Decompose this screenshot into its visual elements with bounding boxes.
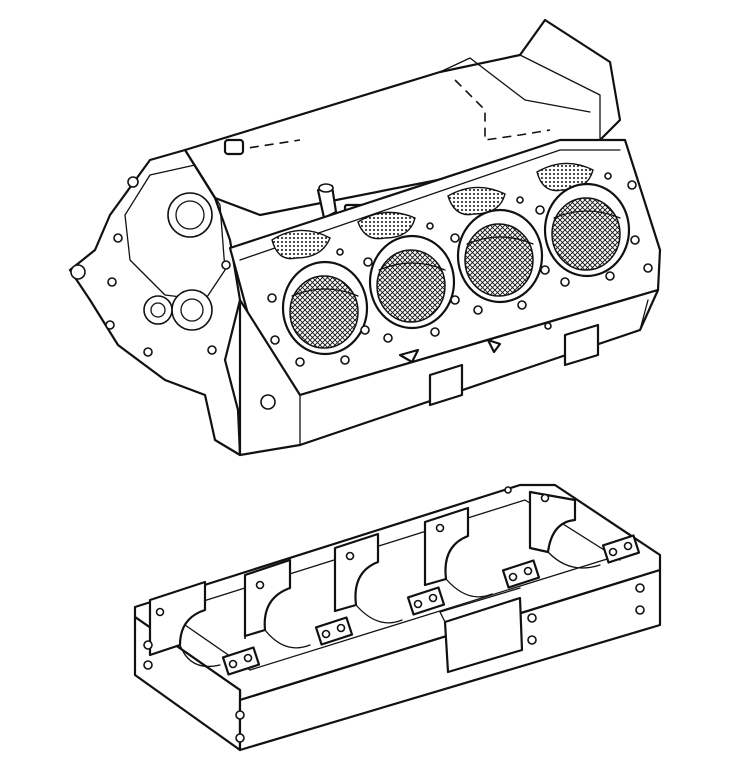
bearing-saddle-1 [148,580,221,668]
cylinder-block [68,18,662,457]
bearing-saddle-5 [528,490,601,569]
block-top-deck [183,18,622,217]
coolant-passage [271,229,331,260]
coolant-passage [357,211,416,240]
bearing-saddle-2 [243,558,311,649]
cylinder-bore-4 [543,182,631,278]
cylinder-bore-1 [281,260,369,356]
timing-bore [167,192,213,238]
coolant-passage [447,186,506,216]
bearing-saddle-4 [423,506,493,598]
cap-bolt-pads [155,493,641,676]
crank-seal [171,289,213,331]
main-bearing-girdle [133,483,662,752]
head-bolt-holes [267,172,653,367]
deck-boss [223,138,245,156]
bearing-saddle-3 [333,532,403,624]
cylinder-bore-3 [456,208,544,304]
cylinder-bore-2 [368,234,456,330]
